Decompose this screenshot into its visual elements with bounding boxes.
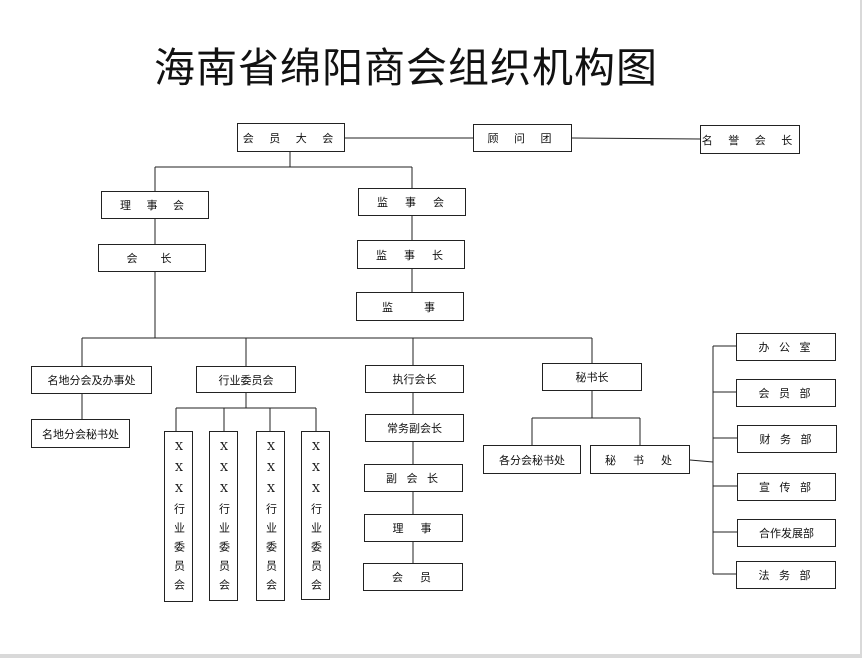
industry-subcommittee-3: XXX行业委员会 xyxy=(256,431,285,601)
secretariat-office-box: 秘 书 处 xyxy=(590,445,690,474)
department-cooperation-development: 合作发展部 xyxy=(737,519,836,547)
director-box: 理 事 xyxy=(364,514,463,542)
industry-subcommittee-1: XXX行业委员会 xyxy=(164,431,193,602)
board-of-directors-box: 理 事 会 xyxy=(101,191,209,219)
department-general-office: 办 公 室 xyxy=(736,333,836,361)
president-box: 会 长 xyxy=(98,244,206,272)
chief-supervisor-box: 监 事 长 xyxy=(357,240,465,269)
member-box: 会 员 xyxy=(363,563,463,591)
advisors-box: 顾 问 团 xyxy=(473,124,572,152)
supervisory-board-box: 监 事 会 xyxy=(358,188,466,216)
honorary-president-box: 名 誉 会 长 xyxy=(700,125,800,154)
standing-vice-president-box: 常务副会长 xyxy=(365,414,464,442)
secretary-general-box: 秘书长 xyxy=(542,363,642,391)
chart-title: 海南省绵阳商会组织机构图 xyxy=(154,44,658,92)
industry-subcommittee-4: XXX行业委员会 xyxy=(301,431,330,600)
supervisor-box: 监 事 xyxy=(356,292,464,321)
executive-president-box: 执行会长 xyxy=(365,365,464,393)
regional-secretariat-box: 名地分会秘书处 xyxy=(31,419,130,448)
regional-branches-box: 名地分会及办事处 xyxy=(31,366,152,394)
industry-subcommittee-2: XXX行业委员会 xyxy=(209,431,238,601)
department-finance: 财 务 部 xyxy=(737,425,837,453)
branch-secretariats-box: 各分会秘书处 xyxy=(483,445,581,474)
industry-committee-box: 行业委员会 xyxy=(196,366,296,393)
vice-president-box: 副 会 长 xyxy=(364,464,463,492)
general-assembly-box: 会 员 大 会 xyxy=(237,123,345,152)
department-membership: 会 员 部 xyxy=(736,379,836,407)
department-publicity: 宣 传 部 xyxy=(737,473,836,501)
department-legal: 法 务 部 xyxy=(736,561,836,589)
